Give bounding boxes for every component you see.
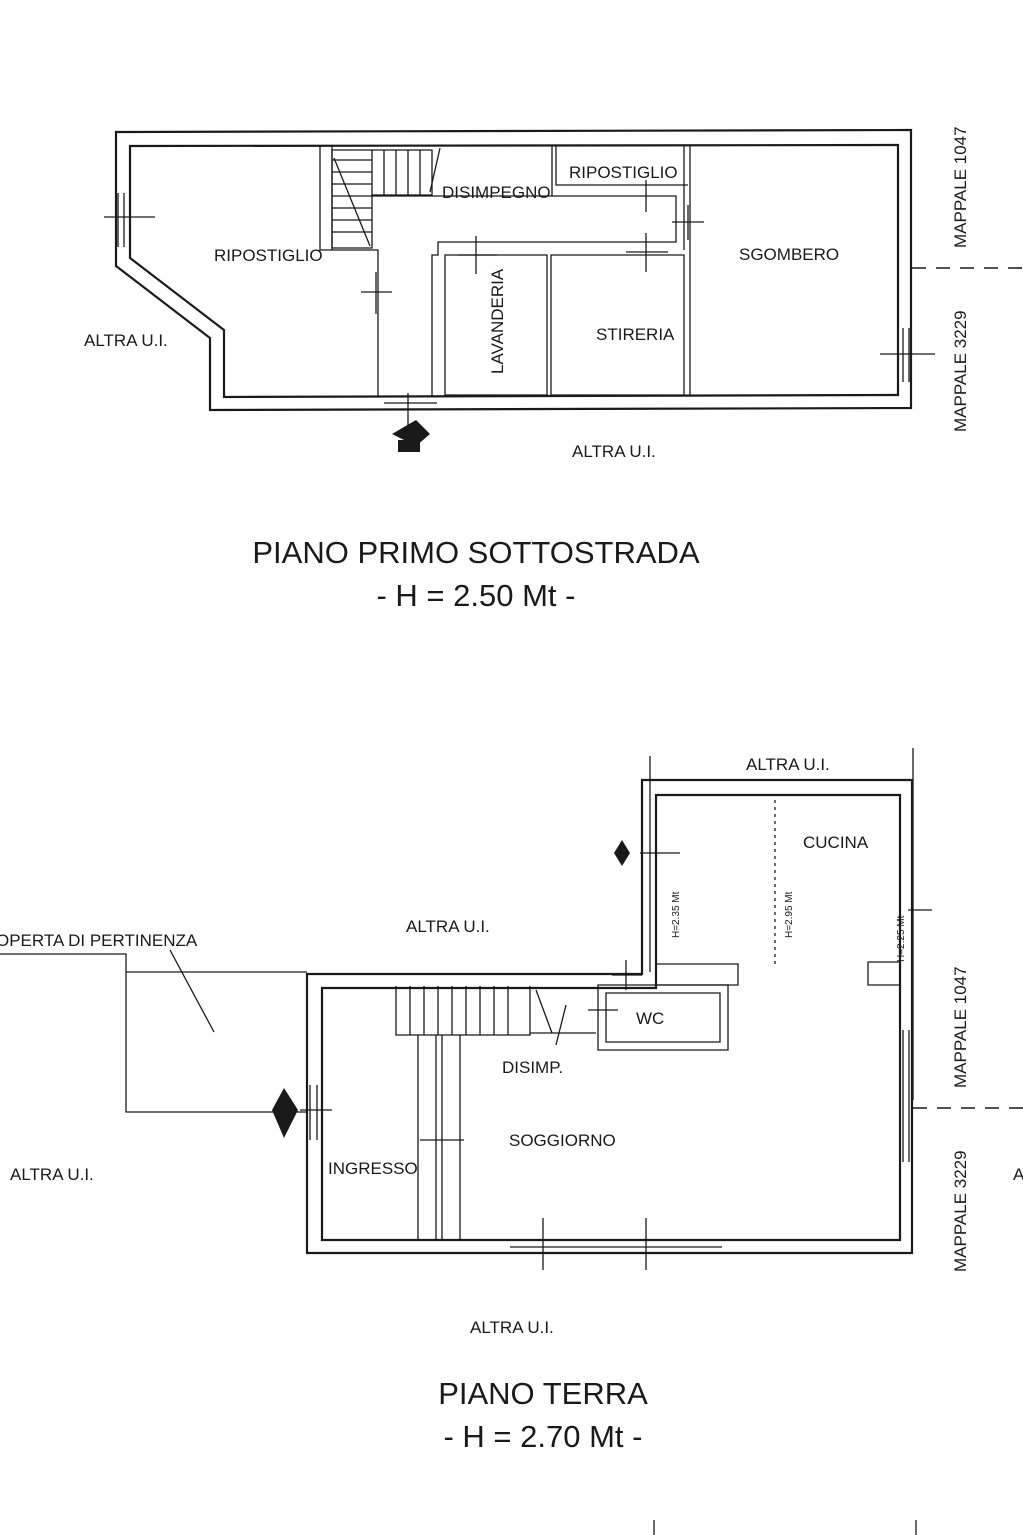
ground-staircase [395,986,596,1240]
basement-entrance-arrow-icon [392,420,430,452]
ground-inner-wall [320,793,902,1242]
parcel-upper-label: MAPPALE 1047 [951,966,970,1088]
ground-title: PIANO TERRA [438,1376,648,1411]
parcel-lower-label: MAPPALE 3229 [951,310,970,432]
parcel-lower-label: MAPPALE 3229 [951,1150,970,1272]
ground-neighbor-lines [649,748,914,1100]
room-ripostiglio-left: RIPOSTIGLIO [214,246,323,265]
kitchen-partitions [656,961,901,986]
neighbor-left-label: ALTRA U.I. [84,331,168,350]
room-disimpegno: DISIMPEGNO [442,183,551,202]
ground-height: - H = 2.70 Mt - [444,1419,643,1454]
ground-outer-wall [305,778,914,1255]
ground-symbol-icon [614,840,630,866]
next-plan-edge [653,1520,917,1535]
room-disimp: DISIMP. [502,1058,563,1077]
height-marker-3: H=2.25 Mt [896,915,907,962]
height-marker-2: H=2.95 Mt [784,891,795,938]
neighbor-left-label: ALTRA U.I. [10,1165,94,1184]
room-ripostiglio-top: RIPOSTIGLIO [569,163,678,182]
neighbor-bottom-label: ALTRA U.I. [470,1318,554,1337]
room-soggiorno: SOGGIORNO [509,1131,616,1150]
neighbor-bottom-label: ALTRA U.I. [572,442,656,461]
room-stireria: STIRERIA [596,325,675,344]
room-ingresso: INGRESSO [328,1159,418,1178]
disimpegno-walls [372,195,685,397]
basement-openings [104,180,935,436]
ground-plan: ALTRA U.I. CUCINA H=2.35 Mt H=2.95 Mt H=… [0,748,1023,1535]
room-wc: WC [636,1009,664,1028]
basement-staircase [331,147,441,249]
pertinenza-area [0,949,307,1113]
neighbor-center-label: ALTRA U.I. [406,917,490,936]
neighbor-right-partial-label: A [1013,1165,1023,1184]
basement-outer-wall [114,128,913,412]
room-lavanderia: LAVANDERIA [488,268,507,374]
ripostiglio-top-walls [551,146,691,395]
height-marker-1: H=2.35 Mt [671,891,682,938]
ground-openings [300,852,932,1270]
pertinenza-label: OPERTA DI PERTINENZA [0,931,198,950]
room-cucina: CUCINA [803,833,869,852]
basement-plan: RIPOSTIGLIO DISIMPEGNO RIPOSTIGLIO SGOMB… [84,126,1023,613]
room-sgombero: SGOMBERO [739,245,839,264]
basement-height: - H = 2.50 Mt - [377,578,576,613]
ground-entrance-arrow-icon [272,1088,298,1138]
basement-inner-wall [128,143,900,399]
parcel-upper-label: MAPPALE 1047 [951,126,970,248]
wc-walls [597,984,729,1051]
basement-title: PIANO PRIMO SOTTOSTRADA [252,535,700,570]
neighbor-top-label: ALTRA U.I. [746,755,830,774]
